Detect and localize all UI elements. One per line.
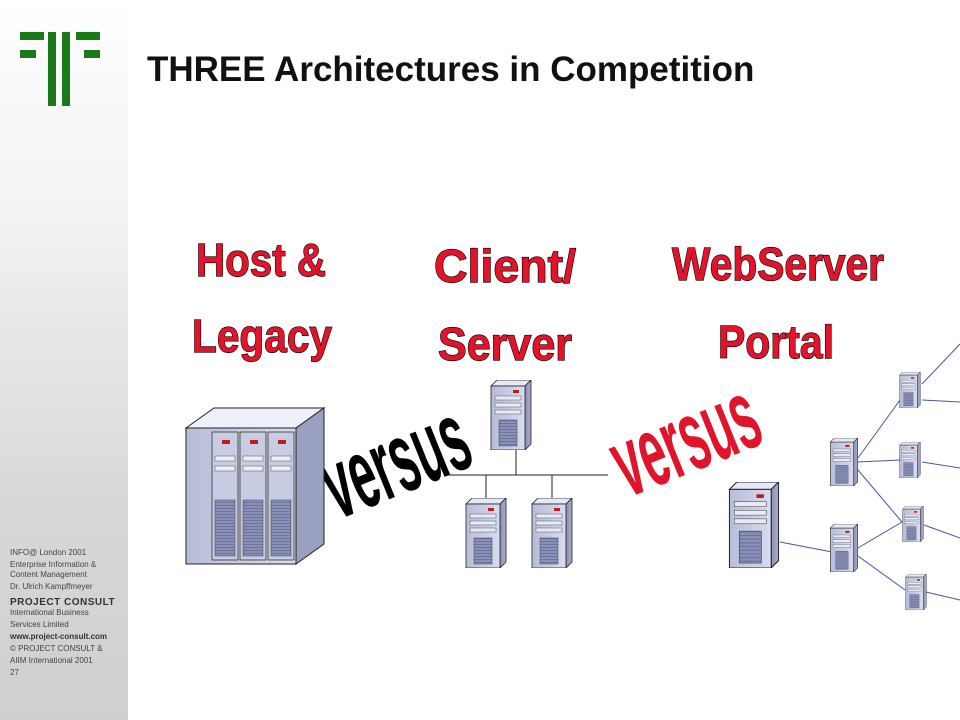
sidebar-footer: INFO@ London 2001 Enterprise Information… [10,548,126,678]
company-line-2: Services Limited [10,620,69,629]
copyright-line-2: AIIM International 2001 [10,656,93,665]
event-label: INFO@ London 2001 [10,548,87,557]
portal-node-icon [902,506,924,542]
topic-line-1: Enterprise Information & [10,560,97,569]
architecture-diagram: Host & Legacy Client/ Server WebServer P… [184,233,960,610]
page-number: 27 [10,668,19,677]
website-link[interactable]: www.project-consult.com [10,632,108,641]
slide-title: THREE Architectures in Competition [147,50,755,89]
mainframe-icon [184,407,326,565]
portal-node-icon [829,524,859,572]
portal-node-icon [905,574,927,610]
architecture-host-line2: Legacy [192,310,332,362]
sidebar: INFO@ London 2001 Enterprise Information… [0,0,128,720]
project-consult-logo [20,32,100,106]
topic-line-2: Content Management [10,570,87,579]
versus-label-1: versus [304,381,485,541]
architecture-host-line1: Host & [196,234,326,286]
architecture-web-line2: Portal [718,316,834,368]
architecture-web-line1: WebServer [672,238,884,290]
client-server-network [448,448,608,500]
server-tower-icon [490,380,532,450]
author-label: Dr. Ulrich Kampffmeyer [10,582,93,591]
client-tower-icon [465,498,507,568]
architecture-client-line2: Server [438,318,572,370]
web-network-links [779,343,960,601]
portal-node-icon [829,438,859,486]
company-line-1: International Business [10,608,89,617]
web-server-tower-icon [728,482,780,568]
portal-node-icon [899,442,921,478]
client-tower-icon [531,498,573,568]
copyright-line-1: © PROJECT CONSULT & [10,644,103,653]
brand-label: PROJECT CONSULT [10,597,116,608]
architecture-client-line1: Client/ [434,240,576,292]
portal-node-icon [899,372,921,408]
